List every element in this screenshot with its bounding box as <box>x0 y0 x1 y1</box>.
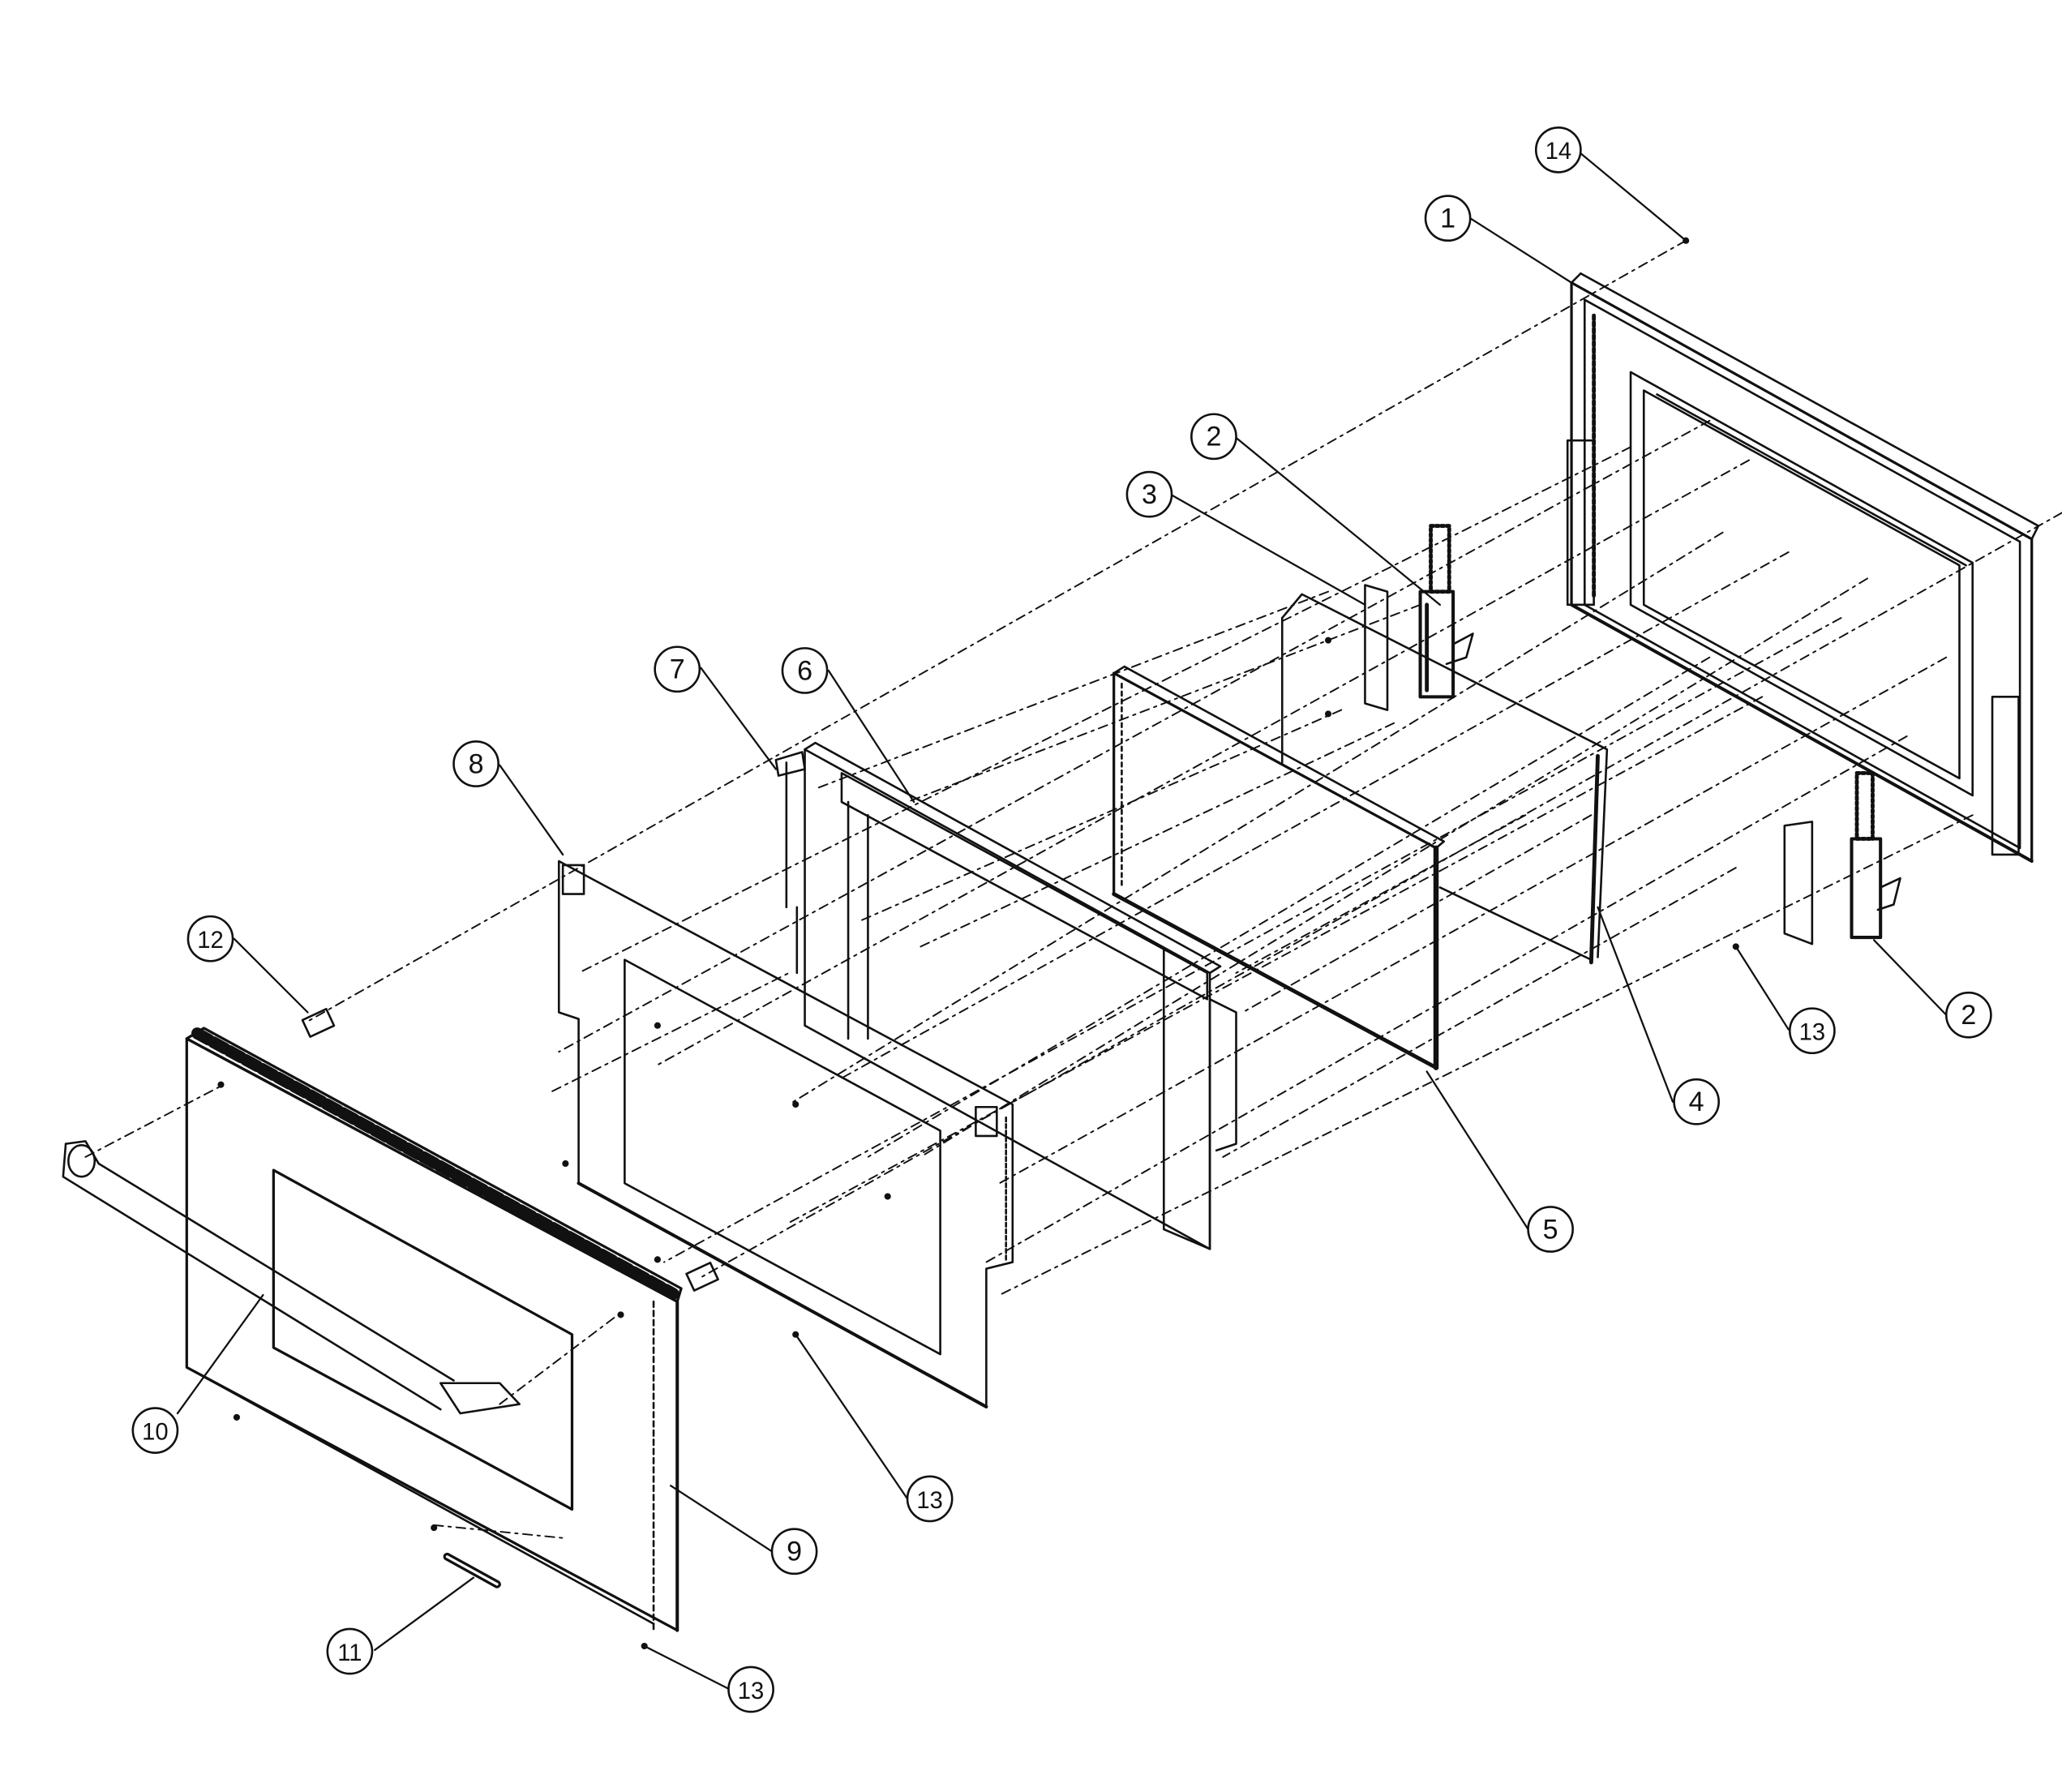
callout-label: 13 <box>1799 1020 1825 1046</box>
callout-13: 13 <box>906 1475 954 1523</box>
callout-label: 7 <box>670 654 685 685</box>
part-8-door-liner <box>557 860 1014 1408</box>
callout-label: 2 <box>1961 1000 1976 1031</box>
part-11-badge <box>443 1552 501 1588</box>
callout-label: 11 <box>337 1640 362 1666</box>
callout-14: 14 <box>1534 126 1582 174</box>
callout-2: 2 <box>1944 991 1992 1039</box>
part-12-spacer-lower <box>685 1261 719 1292</box>
part-6-inner-panel <box>785 741 1237 1250</box>
callout-circle <box>452 740 499 787</box>
callout-circle <box>770 1528 818 1576</box>
callout-label: 13 <box>916 1488 942 1514</box>
callout-label: 4 <box>1689 1087 1704 1117</box>
callout-label: 14 <box>1545 139 1571 165</box>
part-7-side-strip <box>774 751 806 777</box>
callout-label: 10 <box>142 1419 168 1445</box>
callout-circle <box>1125 470 1173 518</box>
callout-label: 6 <box>797 655 812 686</box>
callout-circle <box>906 1475 954 1523</box>
callout-circle <box>727 1666 774 1713</box>
callout-10: 10 <box>131 1407 179 1454</box>
callout-label: 13 <box>738 1678 764 1704</box>
callout-label: 1 <box>1440 204 1455 234</box>
callout-9: 9 <box>770 1528 818 1576</box>
callout-6: 6 <box>781 647 829 694</box>
leader-lines <box>176 150 1948 1691</box>
alignment-lines <box>84 239 2062 1540</box>
callout-7: 7 <box>654 645 701 693</box>
callout-12: 12 <box>186 915 234 962</box>
callout-label: 9 <box>787 1537 802 1567</box>
callout-circle <box>1673 1078 1721 1125</box>
callout-4: 4 <box>1673 1078 1721 1125</box>
callout-11: 11 <box>326 1627 374 1675</box>
screws <box>217 237 1739 1650</box>
callout-circle <box>1527 1206 1574 1253</box>
callout-8: 8 <box>452 740 499 787</box>
callout-label: 8 <box>469 748 484 779</box>
part-5-glass-panel <box>1112 665 1446 1070</box>
callout-circle <box>781 647 829 694</box>
part-10-handle <box>62 1140 521 1415</box>
callout-circle <box>654 645 701 693</box>
part-3-bracket <box>1364 584 1389 711</box>
part-1-rear-door-frame <box>1566 272 2040 864</box>
callout-circle <box>131 1407 179 1454</box>
callout-1: 1 <box>1424 195 1472 242</box>
callout-3: 3 <box>1125 470 1173 518</box>
callout-circle <box>1424 195 1472 242</box>
callout-circle <box>186 915 234 962</box>
callout-5: 5 <box>1527 1206 1574 1253</box>
callout-circle <box>1534 126 1582 174</box>
callout-circle <box>326 1627 374 1675</box>
callout-label: 2 <box>1206 422 1221 452</box>
part-2-hinge-upper <box>1418 524 1474 699</box>
callout-13: 13 <box>1788 1007 1836 1055</box>
callout-label: 12 <box>197 928 223 954</box>
callout-label: 5 <box>1543 1214 1558 1245</box>
part-12-spacer-upper <box>301 1008 336 1038</box>
callout-circle <box>1190 413 1237 461</box>
callout-2: 2 <box>1190 413 1237 461</box>
part-9-outer-door <box>185 1027 683 1632</box>
part-2-hinge-lower <box>1783 770 1901 945</box>
callout-13: 13 <box>727 1666 774 1713</box>
callout-label: 3 <box>1142 479 1157 510</box>
callout-circle <box>1788 1007 1836 1055</box>
callout-circle <box>1944 991 1992 1039</box>
